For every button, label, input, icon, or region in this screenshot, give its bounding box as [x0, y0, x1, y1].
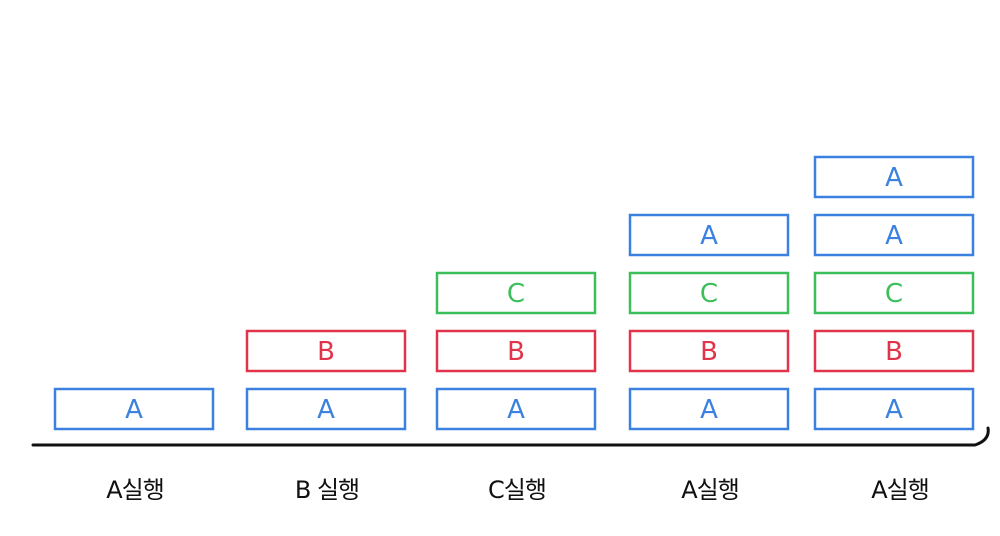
frame-label-3: C실행 [488, 476, 547, 504]
stack-block-label: A [885, 395, 903, 425]
stack-block-label: B [317, 337, 335, 367]
frame-label-2: B 실행 [294, 476, 360, 504]
stack-block-c [813, 271, 975, 315]
stack-block-label: C [885, 279, 903, 309]
frame-label-4: A실행 [681, 476, 740, 504]
stack-block-label: A [125, 395, 143, 425]
stack-block-b [628, 329, 790, 373]
stack-block-label: A [507, 395, 525, 425]
stack-block-label: A [317, 395, 335, 425]
stack-block-label: A [885, 221, 903, 251]
stack-block-a [628, 387, 790, 431]
stack-block-label: A [700, 395, 718, 425]
stack-block-c [435, 271, 597, 315]
stack-block-label: A [700, 221, 718, 251]
stack-block-a [813, 155, 975, 199]
stack-block-b [245, 329, 407, 373]
stack-block-a [813, 387, 975, 431]
stack-block-a [53, 387, 215, 431]
frame-label-1: A실행 [106, 476, 165, 504]
stack-block-b [813, 329, 975, 373]
stack-block-label: B [507, 337, 525, 367]
frame-label-5: A실행 [871, 476, 930, 504]
stack-block-a [435, 387, 597, 431]
stack-block-label: B [885, 337, 903, 367]
stack-block-a [813, 213, 975, 257]
stack-block-a [245, 387, 407, 431]
stack-block-label: C [700, 279, 718, 309]
stack-block-label: C [507, 279, 525, 309]
stack-block-b [435, 329, 597, 373]
stack-block-c [628, 271, 790, 315]
stack-block-label: B [700, 337, 718, 367]
stack-block-label: A [885, 163, 903, 193]
timeline-axis [31, 426, 990, 447]
stack-block-a [628, 213, 790, 257]
